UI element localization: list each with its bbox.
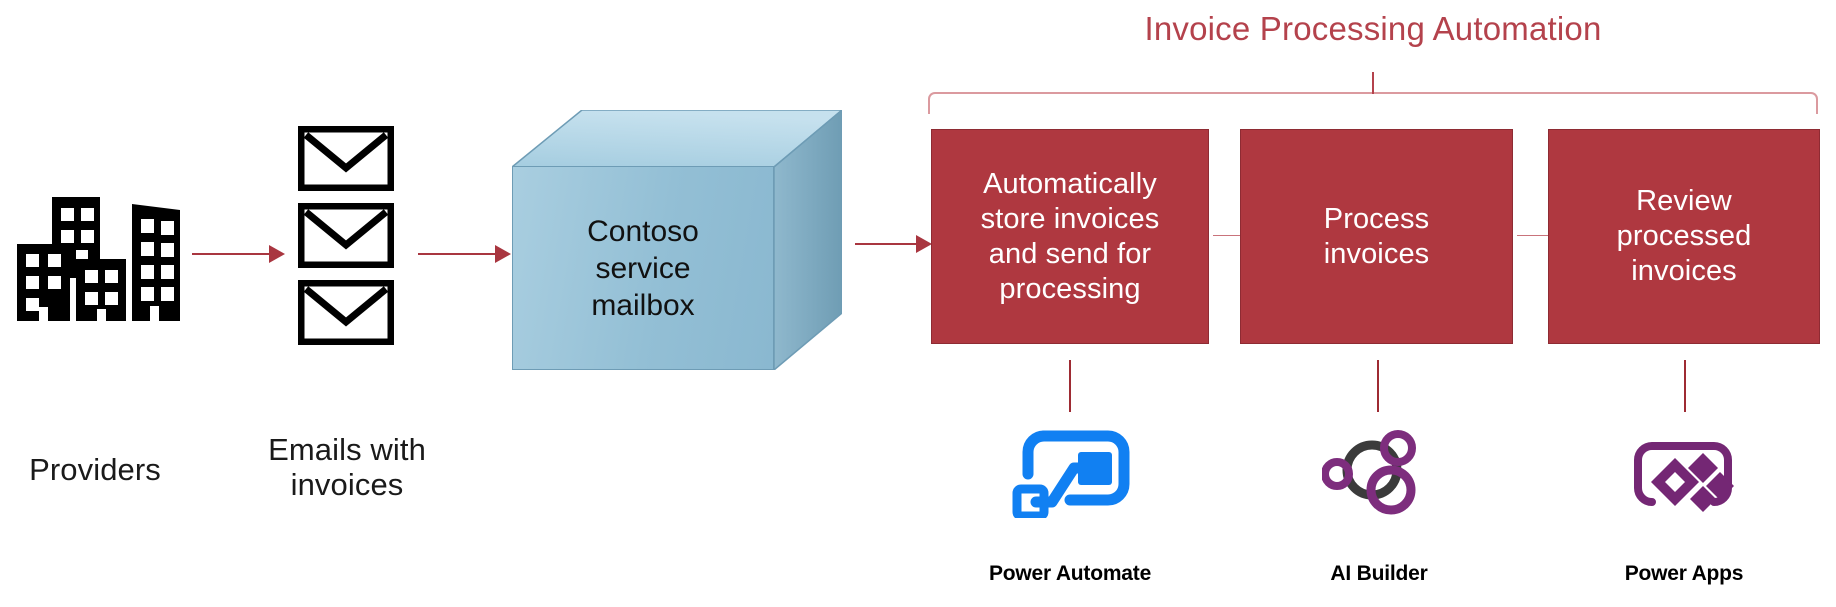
- power-automate-icon: [1008, 428, 1132, 518]
- step3-line3: invoices: [1631, 255, 1737, 287]
- emails-label-line2: invoices: [290, 467, 404, 502]
- providers-label: Providers: [29, 452, 161, 487]
- cube-3d-icon: [512, 110, 842, 370]
- tool-label-power-automate: Power Automate: [988, 562, 1152, 585]
- step3-line1: Review: [1636, 185, 1732, 217]
- arrow-mailbox-to-store-and-send: [855, 235, 935, 253]
- step1-line4: processing: [999, 272, 1141, 305]
- mailbox-front-face: Contoso service mailbox: [512, 166, 774, 370]
- power-apps-icon: [1626, 428, 1744, 518]
- office-buildings-icon: [14, 186, 184, 321]
- mailbox-label-line1: Contoso: [587, 214, 699, 248]
- emails-label-line1: Emails with: [268, 432, 426, 467]
- envelope-icon: [298, 280, 394, 345]
- mailbox-label-line2: service: [595, 251, 691, 285]
- step2-line1: Process: [1323, 202, 1430, 235]
- bracket-tick-icon: [1372, 72, 1374, 94]
- tool-label-ai-builder: AI Builder: [1330, 562, 1428, 585]
- step1-line2: store invoices: [980, 202, 1160, 235]
- step3-line2: processed: [1616, 220, 1752, 252]
- connector-step1-to-power-automate: [1069, 360, 1071, 412]
- connector-step3-to-power-apps: [1684, 360, 1686, 412]
- process-step-store-and-send[interactable]: Automatically store invoices and send fo…: [931, 129, 1209, 344]
- process-step-review-invoices[interactable]: Review processed invoices: [1548, 129, 1820, 344]
- tool-label-power-apps: Power Apps: [1624, 562, 1744, 585]
- arrow-emails-to-mailbox: [418, 245, 514, 263]
- connector-step2-to-ai-builder: [1377, 360, 1379, 412]
- ai-builder-icon: [1322, 428, 1438, 518]
- step1-line1: Automatically: [983, 167, 1157, 200]
- page-title: Invoice Processing Automation: [1144, 10, 1602, 47]
- step2-line2: invoices: [1323, 237, 1430, 270]
- envelope-icon: [298, 126, 394, 191]
- envelope-icon: [298, 203, 394, 268]
- emails-label: Emails with invoices: [216, 432, 478, 502]
- automation-scope-bracket: [928, 92, 1818, 114]
- contoso-mailbox-cube: Contoso service mailbox: [512, 110, 842, 370]
- mailbox-label: Contoso service mailbox: [587, 213, 699, 324]
- arrow-providers-to-emails: [192, 245, 288, 263]
- mailbox-label-line3: mailbox: [591, 288, 695, 322]
- process-step-process-invoices[interactable]: Process invoices: [1240, 129, 1513, 344]
- step1-line3: and send for: [988, 237, 1152, 270]
